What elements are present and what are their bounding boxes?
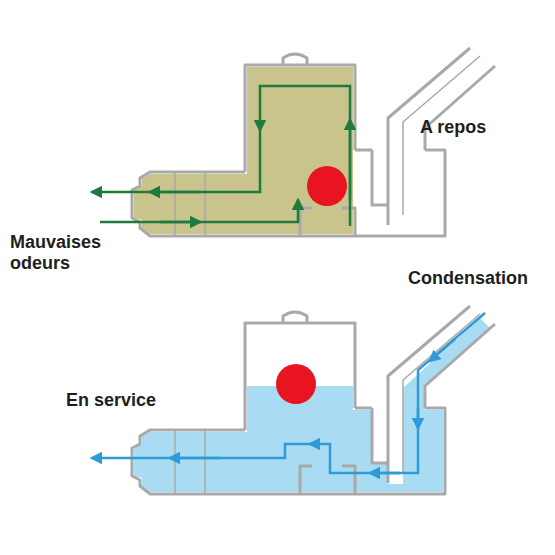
trap-housing [132, 48, 495, 236]
ball-valve [307, 166, 347, 206]
trap-housing [132, 306, 495, 494]
callout-label: En service [66, 390, 196, 411]
water-in-tube [403, 318, 490, 398]
trap-at-rest [92, 48, 495, 236]
callout-label: Mauvaises odeurs [10, 232, 118, 274]
floating-ball [276, 364, 316, 404]
callout-label: Condensation [408, 268, 548, 289]
odour-flow-arrows [92, 86, 350, 226]
callout-label: A repos [420, 117, 540, 138]
